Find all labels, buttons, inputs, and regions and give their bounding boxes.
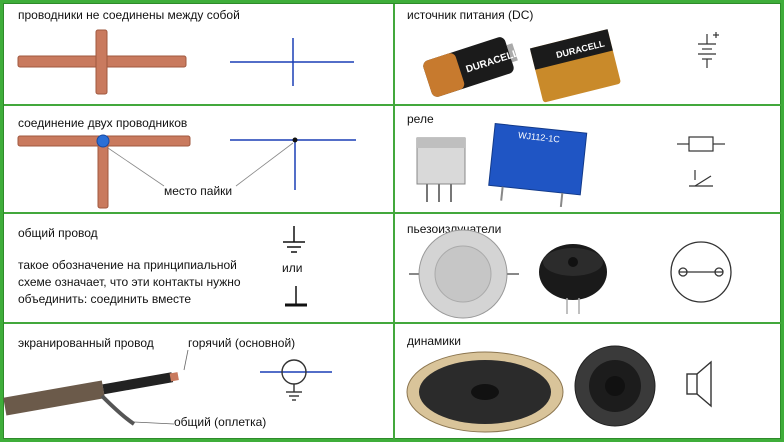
cell-label: общий провод <box>18 226 98 240</box>
cell-speakers: динамики <box>395 324 782 440</box>
relay-model-text: WJ112-1C <box>518 130 561 144</box>
cell-label: соединение двух проводников <box>18 116 188 130</box>
cell-ground: общий провод такое обозначение на принци… <box>4 214 393 322</box>
relay-illustration: WJ112-1C <box>416 123 725 208</box>
chassis-ground-icon <box>285 286 307 307</box>
row-divider <box>4 104 782 106</box>
piezo-symbol-icon <box>670 241 732 303</box>
relay-symbol-icon <box>677 136 725 187</box>
cell-shielded-wire: экранированный провод горячий (основной)… <box>3 324 393 440</box>
battery-symbol-icon <box>698 32 719 68</box>
ground-description-line: такое обозначение на принципиальной <box>18 258 237 272</box>
ground-symbol-icon <box>283 226 305 253</box>
cell-not-connected: проводники не соединены между собой <box>4 4 393 104</box>
cell-label: реле <box>407 112 434 126</box>
cell-label: динамики <box>407 334 461 348</box>
cell-label: экранированный провод <box>18 336 154 350</box>
hot-wire-label: горячий (основной) <box>188 336 296 350</box>
cell-dc-source: источник питания (DC) DURACELL DURACELL <box>395 4 782 104</box>
common-braid-label: общий (оплетка) <box>174 415 267 429</box>
speakers-illustration <box>406 345 712 433</box>
cell-piezo: пьезоизлучатели <box>395 214 782 322</box>
cell-label: источник питания (DC) <box>407 8 534 22</box>
shielded-wire-symbol-icon <box>260 359 332 401</box>
crossing-wires-illustration <box>17 29 354 95</box>
or-label: или <box>282 261 303 275</box>
cell-label: проводники не соединены между собой <box>18 8 240 22</box>
speaker-symbol-icon <box>686 360 712 408</box>
cell-relay: реле WJ112-1C <box>395 106 782 212</box>
shielded-wire-illustration <box>3 349 332 426</box>
row-divider <box>4 322 782 324</box>
ground-symbols <box>283 226 307 307</box>
row-divider <box>4 212 782 214</box>
piezo-illustration <box>409 229 732 319</box>
ground-description-line: объединить: соединить вместе <box>18 292 192 306</box>
solder-point-label: место пайки <box>164 184 233 198</box>
cell-two-wires: соединение двух проводников место пайки <box>4 106 393 212</box>
ground-description-line: схеме означает, что эти контакты нужно <box>18 275 241 289</box>
battery-illustration: DURACELL DURACELL <box>423 29 719 103</box>
components-table: проводники не соединены между собой исто… <box>3 3 782 440</box>
column-divider <box>393 4 395 440</box>
soldered-wires-illustration <box>17 134 356 209</box>
